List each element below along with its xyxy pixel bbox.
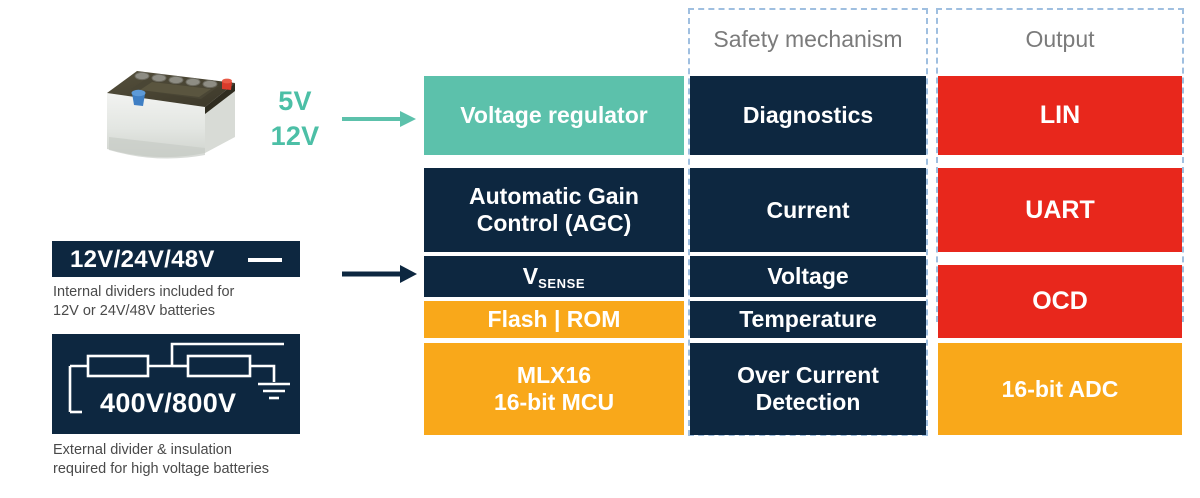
block-uart[interactable]: UART [938, 168, 1182, 252]
block-vsense[interactable]: VSENSE [424, 256, 684, 297]
vsense-label: VSENSE [522, 263, 586, 292]
supply-voltage-line-1: 5V [278, 86, 312, 116]
mlx16-line-2: 16-bit MCU [493, 389, 615, 415]
safety-mechanism-header: Safety mechanism [713, 26, 903, 52]
block-temperature[interactable]: Temperature [690, 301, 926, 338]
car-battery-icon [85, 45, 245, 163]
arrow-right-navy-icon [340, 261, 418, 287]
agc-line-1: Automatic Gain [469, 183, 639, 210]
resistive-divider-schematic-icon [68, 342, 290, 414]
external-divider-caption-line-1: External divider & insulation [53, 442, 232, 458]
arrow-right-teal-icon [340, 106, 418, 132]
external-divider-caption-line-2: required for high voltage batteries [53, 461, 270, 477]
block-voltage[interactable]: Voltage [690, 256, 926, 297]
block-flash-rom[interactable]: Flash | ROM [424, 301, 684, 338]
internal-divider-caption-line-2: 12V or 24V/48V batteries [53, 303, 216, 319]
internal-divider-chip: 12V/24V/48V [52, 241, 300, 277]
external-divider-caption: External divider & insulation required f… [53, 441, 353, 479]
internal-divider-caption: Internal dividers included for 12V or 24… [53, 283, 333, 321]
external-divider-chip: 400V/800V [52, 334, 300, 434]
vsense-subscript: SENSE [538, 276, 586, 292]
agc-line-2: Control (AGC) [476, 210, 632, 236]
ocd-line-2: Detection [755, 389, 861, 415]
block-diagnostics[interactable]: Diagnostics [690, 76, 926, 155]
block-lin[interactable]: LIN [938, 76, 1182, 155]
block-voltage-regulator[interactable]: Voltage regulator [424, 76, 684, 155]
vsense-base: V [522, 263, 539, 290]
block-ocd[interactable]: OCD [938, 265, 1182, 338]
mlx16-line-1: MLX16 [516, 362, 592, 389]
block-16-bit-adc[interactable]: 16-bit ADC [938, 343, 1182, 435]
block-automatic-gain-control[interactable]: Automatic Gain Control (AGC) [424, 168, 684, 252]
internal-divider-caption-line-1: Internal dividers included for [53, 284, 235, 300]
supply-voltage-label: 5V 12V [255, 84, 335, 154]
external-divider-label: 400V/800V [100, 388, 237, 418]
supply-voltage-line-2: 12V [270, 121, 320, 151]
block-mlx16-mcu[interactable]: MLX16 16-bit MCU [424, 343, 684, 435]
wire-dash-icon [248, 258, 282, 262]
block-current[interactable]: Current [690, 168, 926, 252]
internal-divider-label: 12V/24V/48V [70, 246, 215, 273]
ocd-line-1: Over Current [737, 362, 879, 389]
block-over-current-detection[interactable]: Over Current Detection [690, 343, 926, 435]
output-header: Output [1025, 26, 1095, 52]
